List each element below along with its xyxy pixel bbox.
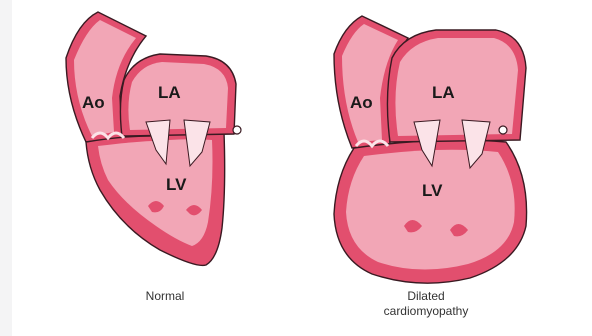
dilated-atrium-lumen [395,38,518,136]
dilated-aorta-label: Ao [350,93,373,112]
normal-coronary-vessel [233,126,241,134]
normal-caption: Normal [130,289,200,304]
normal-left-ventricle-label: LV [166,175,187,194]
dilated-caption-line1: Dilated [366,289,486,304]
normal-caption-text: Normal [146,289,185,303]
dilated-caption-line2: cardiomyopathy [366,304,486,319]
normal-left-atrium-label: LA [158,83,181,102]
dilated-ventricle-lumen [346,150,515,270]
normal-aorta-label: Ao [82,93,105,112]
dilated-left-ventricle-label: LV [422,181,443,200]
dilated-heart: Ao LA LV [334,16,527,283]
dilated-caption: Dilated cardiomyopathy [366,289,486,319]
normal-heart: Ao LA LV [66,12,241,265]
dilated-left-atrium-label: LA [432,83,455,102]
dilated-coronary-vessel [499,126,507,134]
